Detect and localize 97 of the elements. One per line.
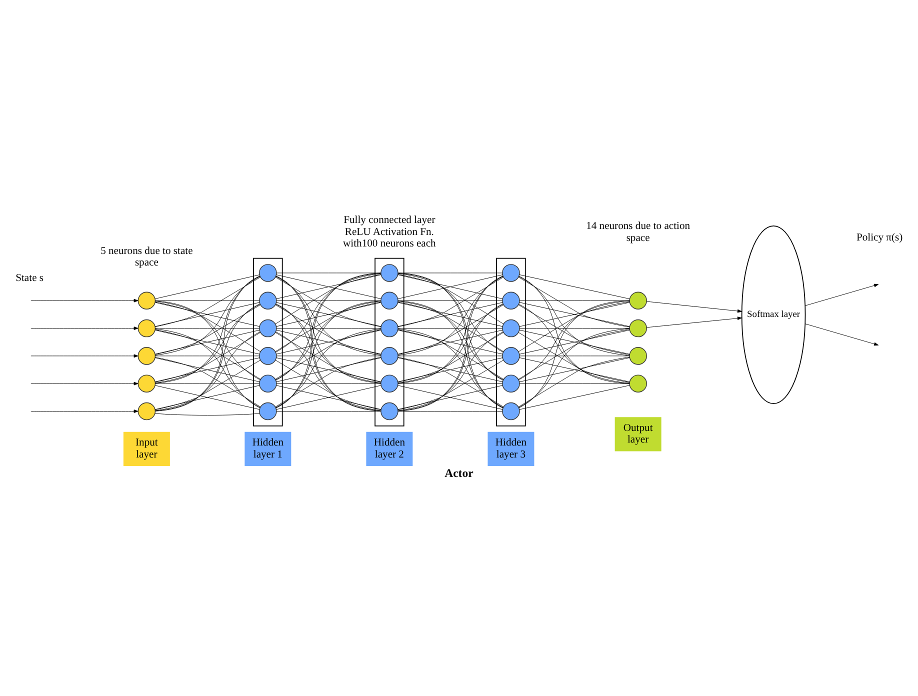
label: State s	[16, 272, 44, 284]
label: Policy π(s)	[856, 232, 903, 244]
connector	[276, 302, 382, 327]
connector	[518, 300, 630, 408]
legend-label: Hidden layer 2	[374, 438, 406, 460]
arrow	[30, 326, 138, 330]
label: 14 neurons due to action space	[586, 221, 690, 244]
arrow	[804, 324, 879, 346]
node-circle	[138, 319, 156, 338]
connector	[519, 383, 630, 384]
connector	[155, 276, 260, 356]
legend-label: Hidden layer 3	[495, 438, 527, 460]
label: 5 neurons due to state space	[100, 246, 193, 269]
cluster	[253, 258, 283, 426]
node-circle	[259, 319, 277, 338]
node-circle	[380, 292, 398, 310]
connector	[276, 328, 382, 329]
connector	[155, 276, 260, 384]
connector	[398, 358, 503, 382]
node-circle	[502, 292, 520, 310]
connector	[276, 274, 382, 300]
node-circle	[629, 292, 647, 310]
node-circle	[138, 374, 156, 392]
arrow	[30, 382, 138, 386]
connector	[155, 276, 261, 327]
connector	[519, 357, 630, 382]
node-circle	[502, 347, 520, 365]
node-circle	[259, 264, 277, 282]
connector	[398, 330, 503, 354]
node-circle	[259, 347, 277, 365]
connector	[154, 413, 260, 416]
node-circle	[629, 319, 647, 338]
node-circle	[259, 292, 277, 310]
connector	[519, 328, 630, 329]
connector	[154, 358, 260, 382]
connector	[276, 385, 382, 410]
arrow	[646, 301, 742, 313]
arrow	[30, 298, 138, 302]
legend-label: Input layer	[136, 438, 158, 460]
node-circle	[259, 402, 277, 420]
connector	[398, 302, 503, 327]
arrow	[30, 354, 138, 358]
node-circle	[380, 402, 398, 420]
arrow	[804, 284, 879, 306]
node-circle	[380, 347, 398, 365]
node-circle	[138, 347, 156, 365]
connector	[398, 300, 503, 301]
node-circle	[502, 264, 520, 282]
connector	[276, 358, 382, 382]
connector	[518, 276, 630, 356]
arrow	[646, 316, 742, 328]
node-circle	[502, 402, 520, 420]
connector	[518, 276, 630, 328]
legend-label: Hidden layer 1	[252, 438, 284, 460]
node-circle	[138, 292, 156, 310]
connector	[276, 272, 382, 274]
connector	[154, 385, 260, 410]
node-circle	[259, 374, 277, 392]
connector	[518, 356, 630, 408]
connector	[276, 330, 382, 354]
caption: Actor	[444, 467, 474, 480]
node-ellipse: Softmax layer	[741, 225, 806, 404]
node-circle	[380, 374, 398, 392]
node-circle	[380, 319, 398, 338]
connector	[154, 274, 260, 300]
connector	[155, 276, 260, 412]
connector	[518, 328, 630, 408]
arrow	[30, 410, 138, 413]
cluster	[496, 258, 526, 426]
connector	[398, 274, 503, 300]
label: Fully connected layer ReLU Activation Fn. with100 neurons each	[343, 215, 436, 250]
node-circle	[629, 347, 647, 365]
node-circle	[502, 374, 520, 392]
connector	[155, 300, 260, 301]
connector	[398, 383, 503, 384]
connector	[518, 276, 630, 384]
connector	[398, 272, 503, 274]
connector	[155, 328, 260, 329]
connector	[276, 411, 382, 412]
connector	[519, 274, 630, 300]
connector	[155, 383, 260, 384]
connector	[519, 385, 630, 410]
connector	[154, 330, 260, 354]
connector	[398, 385, 503, 410]
connector	[154, 302, 260, 327]
connector	[398, 328, 503, 329]
node-circle	[629, 374, 647, 392]
node-circle	[502, 319, 520, 338]
connector	[398, 411, 503, 412]
connector	[276, 383, 382, 384]
connector	[519, 330, 630, 354]
legend-label: Output layer	[623, 422, 653, 446]
node-circle	[380, 264, 398, 282]
connector	[276, 300, 382, 301]
cluster	[374, 258, 404, 426]
node-circle	[138, 402, 156, 420]
connector	[519, 302, 630, 327]
